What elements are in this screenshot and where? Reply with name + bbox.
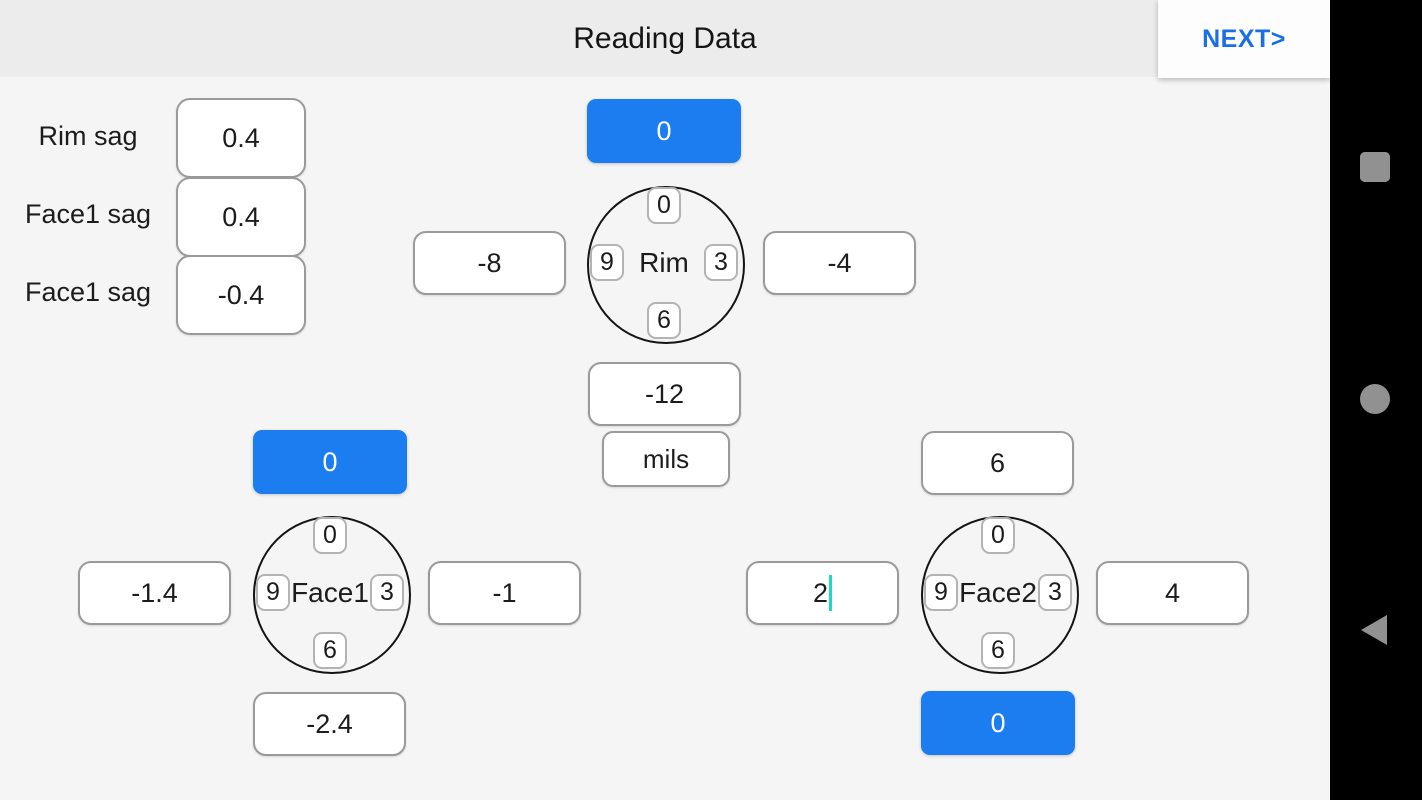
face2-pos-9: 9 xyxy=(924,574,958,611)
page-title: Reading Data xyxy=(573,22,757,55)
face1-pos-3: 3 xyxy=(370,574,404,611)
face1-sag-input[interactable]: 0.4 xyxy=(176,177,306,257)
rim-sag-input[interactable]: 0.4 xyxy=(176,98,306,178)
next-button-label: NEXT> xyxy=(1202,24,1286,53)
face2-9-oclock-input[interactable]: 2 xyxy=(746,561,899,625)
app-bar: Reading Data xyxy=(0,0,1330,77)
face2-dial-label: Face2 xyxy=(959,577,1037,608)
face2-pos-6: 6 xyxy=(981,632,1015,669)
face1-sag-label-2: Face1 sag xyxy=(24,277,152,307)
face2-pos-3: 3 xyxy=(1038,574,1072,611)
face1-pos-6: 6 xyxy=(313,632,347,669)
back-icon[interactable] xyxy=(1361,615,1387,645)
text-cursor xyxy=(829,575,833,611)
rim-top-button[interactable]: 0 xyxy=(587,99,741,163)
recents-icon[interactable] xyxy=(1360,152,1390,182)
face2-0-oclock-input[interactable]: 6 xyxy=(921,431,1074,495)
face2-pos-0: 0 xyxy=(981,517,1015,554)
face2-bottom-button[interactable]: 0 xyxy=(921,691,1075,755)
rim-6-oclock-input[interactable]: -12 xyxy=(588,362,741,426)
face1-sag-label: Face1 sag xyxy=(24,199,152,229)
face1-3-oclock-input[interactable]: -1 xyxy=(428,561,581,625)
face1-sag-input-2[interactable]: -0.4 xyxy=(176,255,306,335)
home-icon[interactable] xyxy=(1360,384,1390,414)
rim-pos-9: 9 xyxy=(590,244,624,281)
face1-pos-9: 9 xyxy=(256,574,290,611)
face1-9-oclock-input[interactable]: -1.4 xyxy=(78,561,231,625)
face1-6-oclock-input[interactable]: -2.4 xyxy=(253,692,406,756)
rim-dial-label: Rim xyxy=(639,247,689,278)
face2-3-oclock-input[interactable]: 4 xyxy=(1096,561,1249,625)
rim-pos-0: 0 xyxy=(647,187,681,224)
face1-pos-0: 0 xyxy=(313,517,347,554)
rim-sag-label: Rim sag xyxy=(38,121,138,151)
face1-dial-label: Face1 xyxy=(291,577,369,608)
rim-pos-3: 3 xyxy=(704,244,738,281)
next-button[interactable]: NEXT> xyxy=(1158,0,1330,78)
face2-9-oclock-value: 2 xyxy=(812,577,829,608)
face1-top-button[interactable]: 0 xyxy=(253,430,407,494)
rim-9-oclock-input[interactable]: -8 xyxy=(413,231,566,295)
rim-pos-6: 6 xyxy=(647,302,681,339)
rim-3-oclock-input[interactable]: -4 xyxy=(763,231,916,295)
unit-label-box: mils xyxy=(602,431,730,487)
